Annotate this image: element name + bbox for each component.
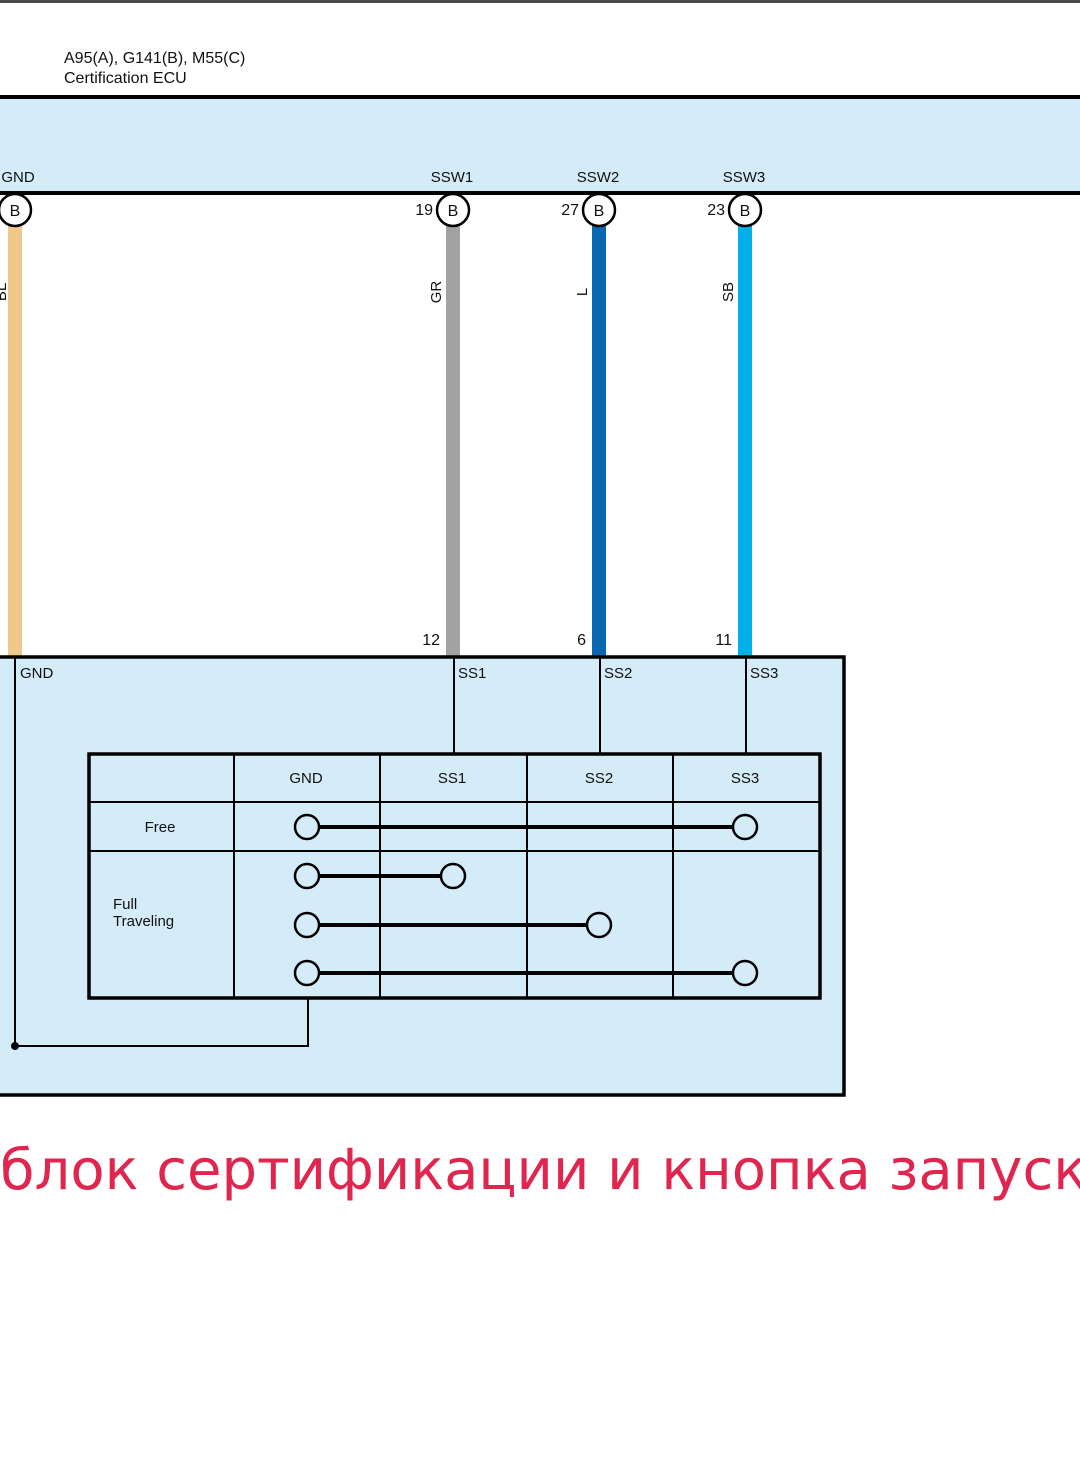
- row-label-full: Full: [113, 896, 137, 913]
- ecu-codes: A95(A), G141(B), M55(C): [64, 50, 245, 67]
- connector-ssw2: B: [581, 192, 617, 228]
- switch-terminal-ss1: SS1: [458, 665, 486, 682]
- switch-terminal-ss2: SS2: [604, 665, 632, 682]
- table-header-ss2: SS2: [585, 770, 613, 787]
- switch-pin-11: 11: [715, 632, 732, 649]
- pin-label-ssw2: SSW2: [577, 169, 620, 186]
- terminal-circle: [293, 911, 321, 939]
- switch-pin-12: 12: [422, 632, 440, 649]
- connector-gnd: B: [0, 192, 33, 228]
- row-label-free: Free: [145, 819, 176, 836]
- wire-l: [592, 226, 606, 656]
- terminal-circle: [293, 813, 321, 841]
- wire-code-bl: BL: [0, 283, 10, 301]
- ecu-name: Certification ECU: [64, 70, 187, 87]
- terminal-circle: [439, 862, 467, 890]
- table-header-gnd: GND: [289, 770, 323, 787]
- svg-text:B: B: [10, 203, 21, 220]
- svg-text:B: B: [594, 203, 605, 220]
- table-header-ss3: SS3: [731, 770, 759, 787]
- pin-label-ssw3: SSW3: [723, 169, 766, 186]
- svg-text:B: B: [448, 203, 459, 220]
- internal-lines: [14, 657, 747, 1047]
- svg-text:B: B: [740, 203, 751, 220]
- wire-code-l: L: [574, 288, 591, 296]
- pin-number-27: 27: [561, 202, 579, 219]
- wire-sb: [738, 226, 752, 656]
- switch-terminal-ss3: SS3: [750, 665, 778, 682]
- junction-dot: [11, 1042, 19, 1050]
- switch-table: GND SS1 SS2 SS3 Free Full Traveling: [87, 752, 822, 1000]
- terminal-circle: [585, 911, 613, 939]
- pin-number-19: 19: [415, 202, 433, 219]
- pin-label-ssw1: SSW1: [431, 169, 474, 186]
- connector-ssw1: B: [435, 192, 471, 228]
- wire-code-sb: SB: [720, 282, 737, 302]
- pin-number-23: 23: [707, 202, 725, 219]
- row-label-traveling: Traveling: [113, 913, 174, 930]
- wire-bl: [8, 226, 22, 656]
- wire-code-gr: GR: [428, 281, 445, 304]
- switch-terminal-gnd: GND: [20, 665, 54, 682]
- pin-label-gnd: GND: [1, 169, 35, 186]
- caption-text: блок сертификации и кнопка запуска: [0, 1138, 1080, 1203]
- top-border: [0, 0, 1080, 3]
- terminal-circle: [293, 959, 321, 987]
- switch-pin-6: 6: [577, 632, 586, 649]
- connector-ssw3: B: [727, 192, 763, 228]
- table-header-ss1: SS1: [438, 770, 466, 787]
- terminal-circle: [731, 813, 759, 841]
- wire-gr: [446, 226, 460, 656]
- ecu-box: [0, 95, 1080, 195]
- terminal-circle: [731, 959, 759, 987]
- terminal-circle: [293, 862, 321, 890]
